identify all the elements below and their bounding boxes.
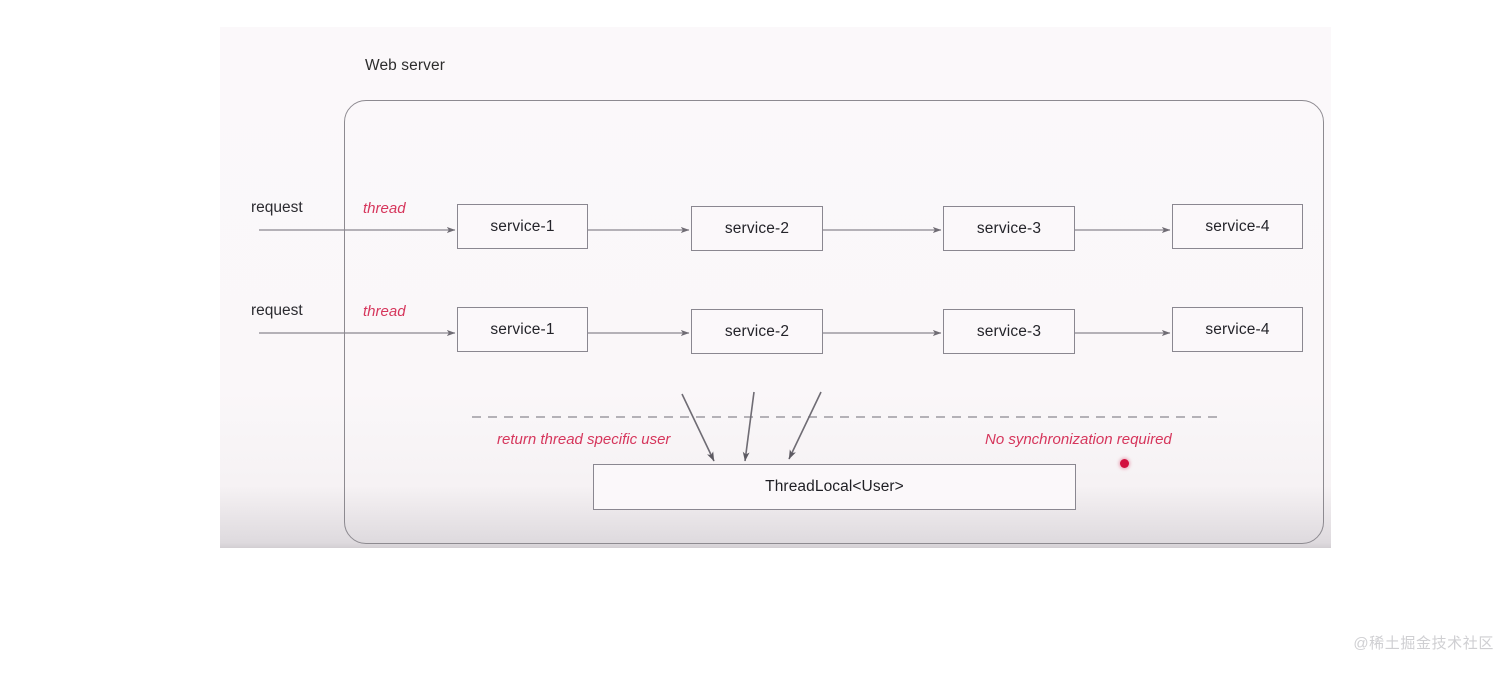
service-box-row-1-service-3[interactable]: service-3: [943, 206, 1075, 251]
watermark: @稀土掘金技术社区: [1353, 635, 1494, 652]
no-synchronization-required-note: No synchronization required: [985, 431, 1172, 448]
pointer-dot: [1120, 459, 1129, 468]
thread-label-row-2: thread: [363, 303, 406, 320]
service-box-row-2-service-3[interactable]: service-3: [943, 309, 1075, 354]
service-box-row-2-service-1[interactable]: service-1: [457, 307, 588, 352]
web-server-boundary: [344, 100, 1324, 544]
threadlocal-store-box[interactable]: ThreadLocal<User>: [593, 464, 1076, 510]
service-box-row-2-service-2[interactable]: service-2: [691, 309, 823, 354]
return-thread-specific-user-note: return thread specific user: [497, 431, 671, 448]
service-box-row-1-service-4[interactable]: service-4: [1172, 204, 1303, 249]
request-label-row-2: request: [251, 302, 303, 319]
service-box-row-1-service-1[interactable]: service-1: [457, 204, 588, 249]
slide-panel: [220, 27, 1331, 548]
request-label-row-1: request: [251, 199, 303, 216]
web-server-title: Web server: [365, 57, 445, 74]
thread-label-row-1: thread: [363, 200, 406, 217]
service-box-row-2-service-4[interactable]: service-4: [1172, 307, 1303, 352]
service-box-row-1-service-2[interactable]: service-2: [691, 206, 823, 251]
